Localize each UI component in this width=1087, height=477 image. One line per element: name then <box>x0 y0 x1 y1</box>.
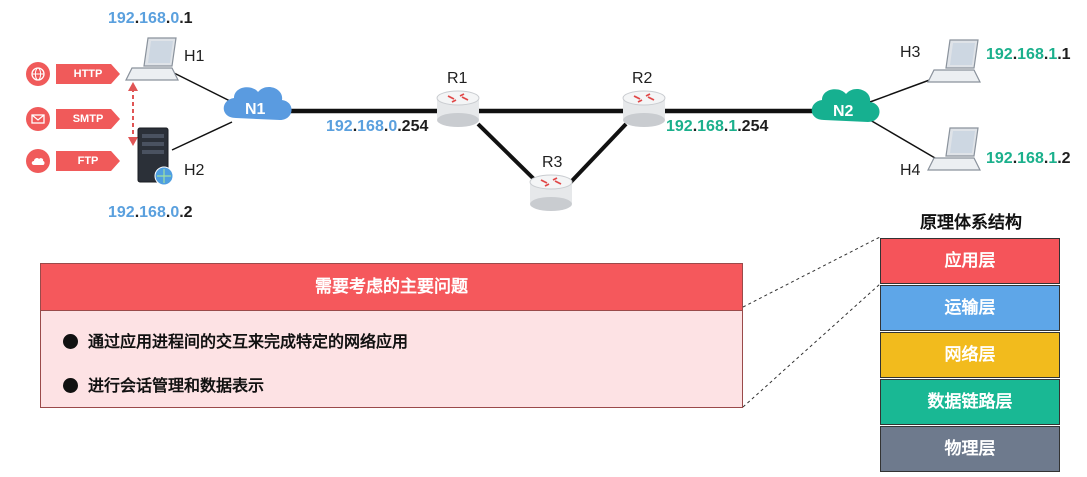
connector-line-bottom <box>742 283 881 408</box>
host-label-h2: H2 <box>184 162 205 179</box>
laptop-icon <box>927 127 981 171</box>
link-h2-n1 <box>171 121 233 151</box>
ip-address-r2: 192.168.1.254 <box>666 118 769 135</box>
problem-box-title: 需要考虑的主要问题 <box>41 264 742 311</box>
router-label-r2: R2 <box>632 70 653 87</box>
cloud-icon <box>26 149 50 173</box>
link-n2-h3 <box>869 77 936 103</box>
router-icon <box>436 90 480 127</box>
bullet-item: 进行会话管理和数据表示 <box>63 372 264 396</box>
laptop-icon <box>927 39 981 83</box>
host-label-h3: H3 <box>900 44 921 61</box>
host-label-h4: H4 <box>900 162 921 179</box>
router-icon <box>622 90 666 127</box>
router-icon <box>529 174 573 211</box>
globe-icon <box>26 62 50 86</box>
link-n2-h4 <box>869 119 936 159</box>
bullet-icon <box>63 334 78 349</box>
protocol-tag-ftp: FTP <box>56 151 120 171</box>
link-r2-r3 <box>566 122 628 187</box>
link-h1-n1 <box>171 71 233 103</box>
problem-box: 需要考虑的主要问题 通过应用进程间的交互来完成特定的网络应用 进行会话管理和数据… <box>40 263 743 408</box>
cloud-network-icon <box>223 86 292 120</box>
laptop-icon <box>125 37 179 81</box>
layer-stack-title: 原理体系结构 <box>920 213 1022 232</box>
host-label-h1: H1 <box>184 48 205 65</box>
layer-transport: 运输层 <box>880 285 1060 331</box>
connector-line-top <box>742 236 881 308</box>
link-r1-r3 <box>476 122 542 187</box>
router-label-r1: R1 <box>447 70 468 87</box>
ip-address-h4: 192.168.1.2 <box>986 150 1071 167</box>
layer-physical: 物理层 <box>880 426 1060 472</box>
network-label-n1: N1 <box>245 101 266 118</box>
server-icon <box>137 127 174 186</box>
ip-address-h2: 192.168.0.2 <box>108 204 193 221</box>
layer-application: 应用层 <box>880 238 1060 284</box>
layer-datalink: 数据链路层 <box>880 379 1060 425</box>
ip-address-h1: 192.168.0.1 <box>108 10 193 27</box>
dashed-arrow-icon <box>128 82 138 146</box>
protocol-tag-http: HTTP <box>56 64 120 84</box>
bullet-icon <box>63 378 78 393</box>
layer-network: 网络层 <box>880 332 1060 378</box>
protocol-tag-smtp: SMTP <box>56 109 120 129</box>
cloud-network-icon <box>811 88 880 122</box>
network-label-n2: N2 <box>833 103 854 120</box>
mail-icon <box>26 107 50 131</box>
bullet-item: 通过应用进程间的交互来完成特定的网络应用 <box>63 328 408 352</box>
ip-address-h3: 192.168.1.1 <box>986 46 1071 63</box>
router-label-r3: R3 <box>542 154 563 171</box>
ip-address-r1: 192.168.0.254 <box>326 118 429 135</box>
